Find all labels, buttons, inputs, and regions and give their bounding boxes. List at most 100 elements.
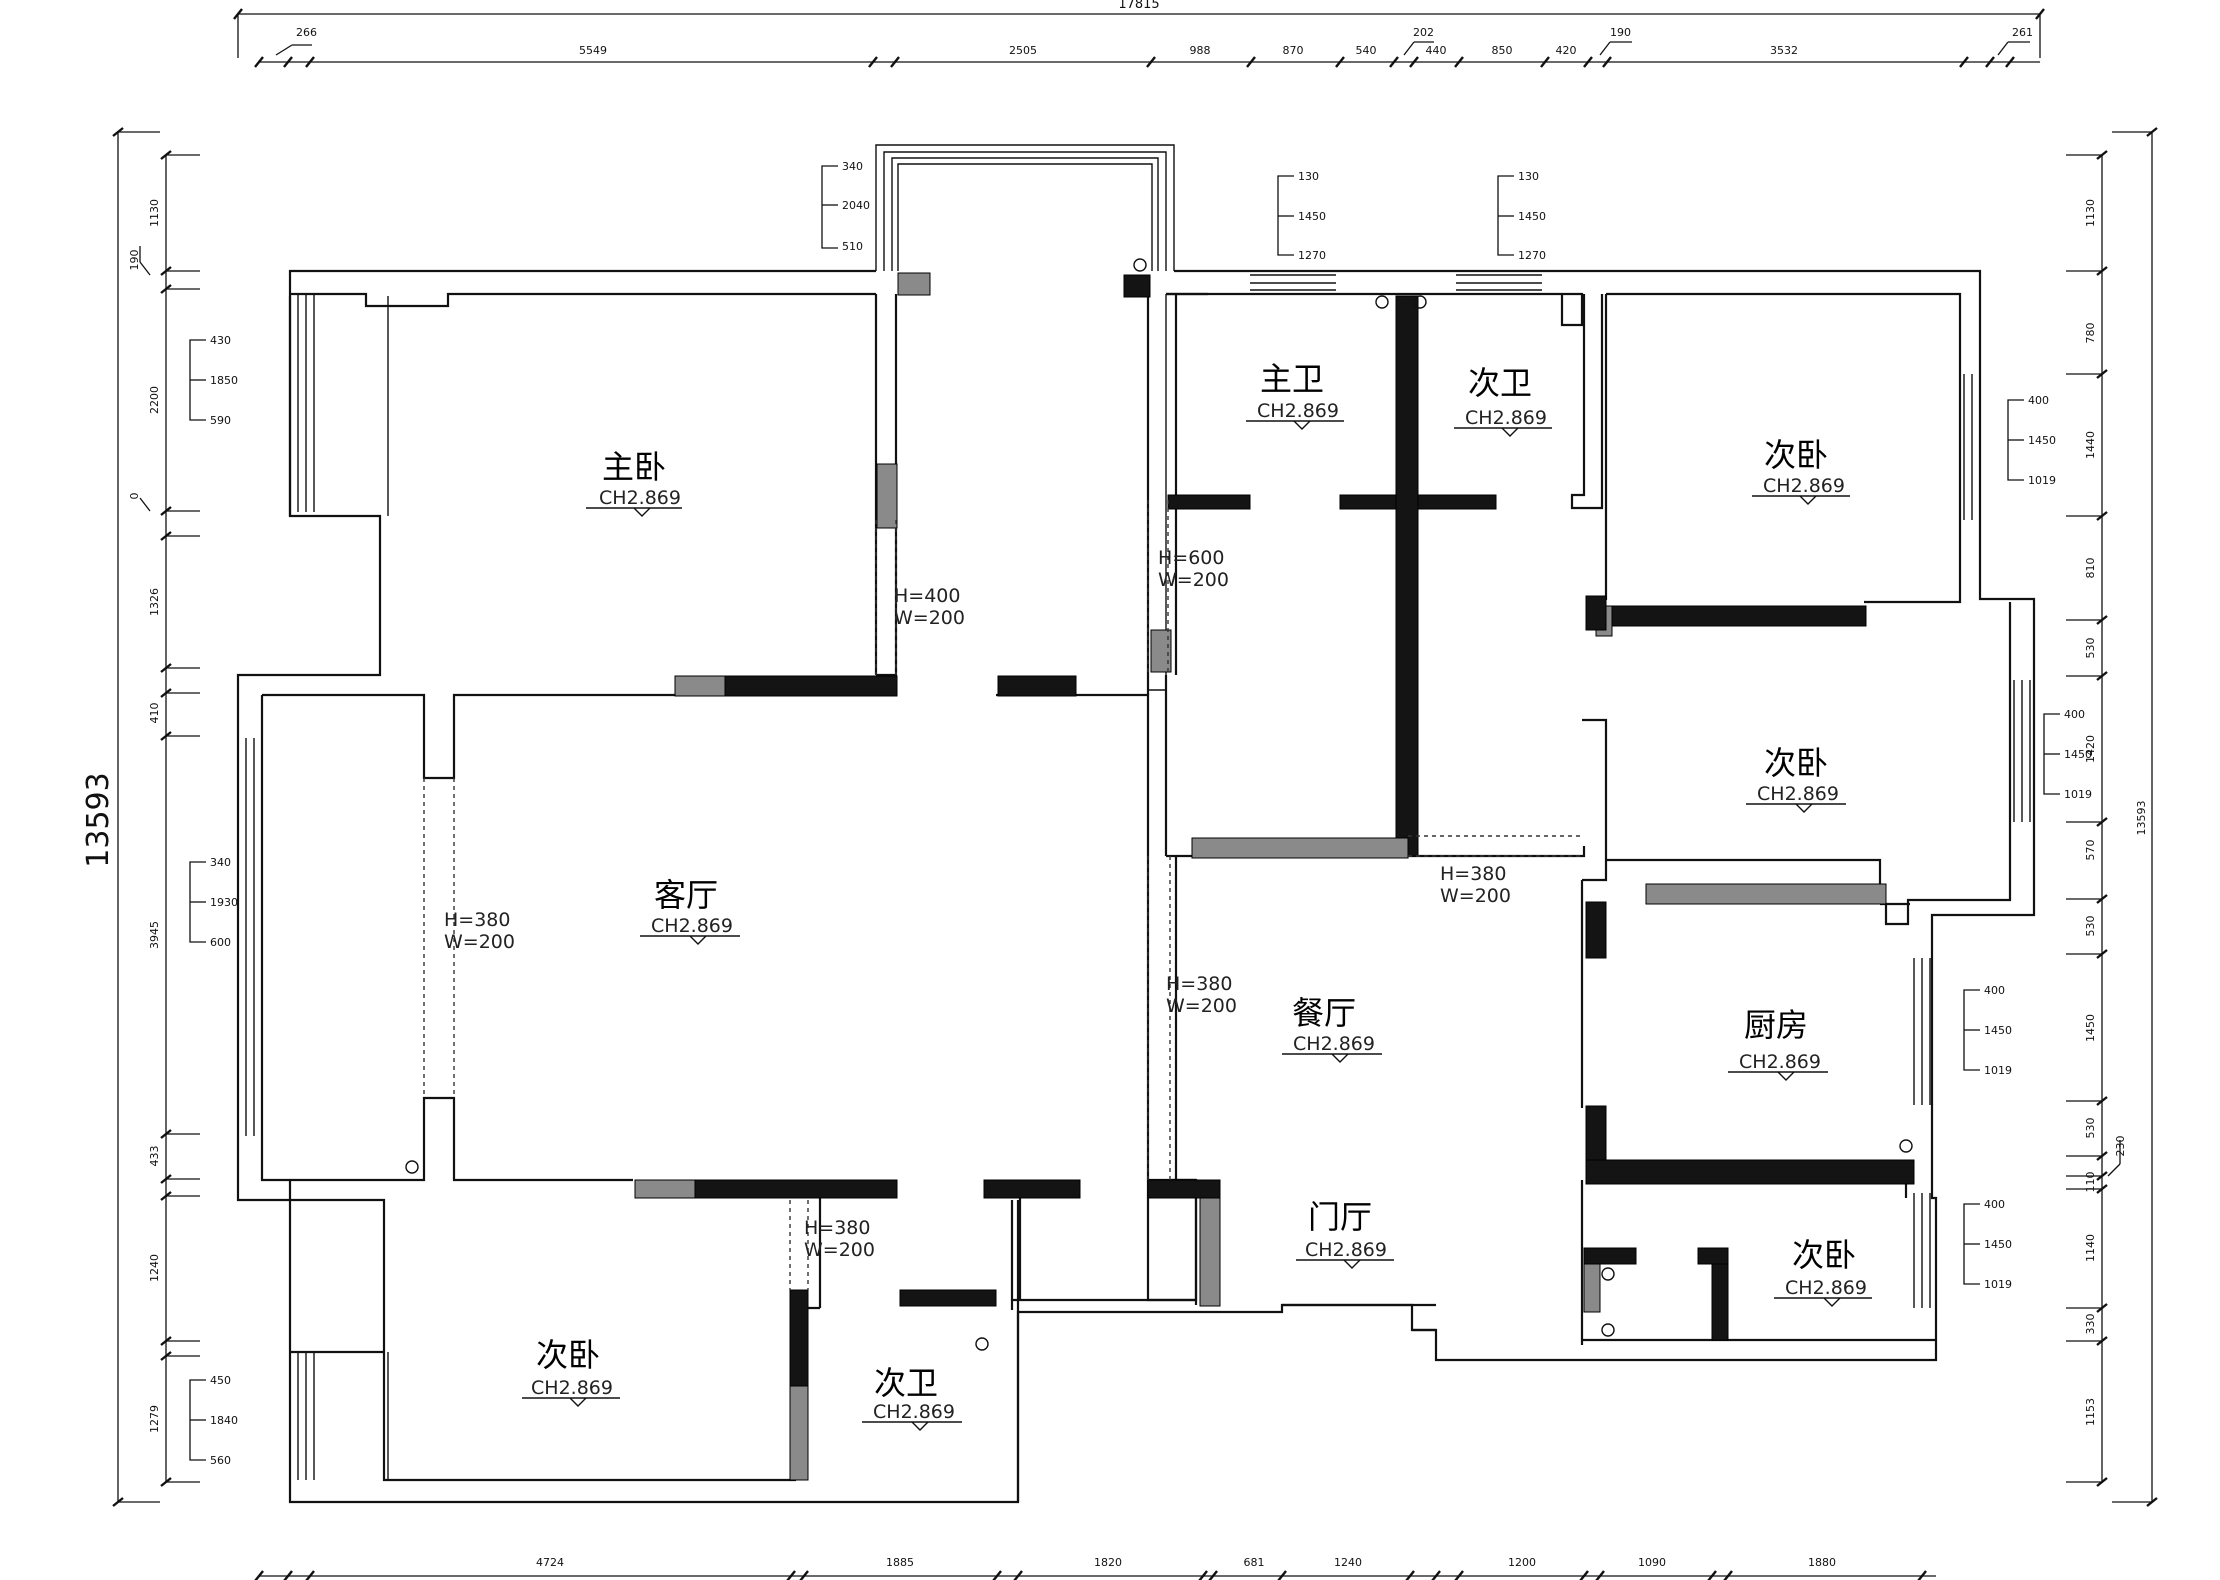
ceiling-height: CH2.869	[1257, 400, 1339, 422]
room-name: 次卫	[1468, 364, 1532, 402]
svg-text:560: 560	[210, 1454, 231, 1467]
overall-height-label: 13593	[81, 772, 116, 867]
opening-6-width: W=200	[804, 1239, 875, 1261]
room-label-dining-room: 餐厅 CH2.869	[1282, 994, 1382, 1063]
window-right-bedroom-3	[1913, 1193, 1931, 1308]
right-dim-15: 1153	[2084, 1398, 2097, 1426]
window-right-bedroom-2	[2013, 680, 2031, 822]
window-bracket-right-2: 400 1450 1019	[2043, 708, 2092, 801]
opening-3-width: W=200	[444, 931, 515, 953]
window-left-living	[237, 738, 263, 1136]
svg-text:1450: 1450	[1298, 210, 1326, 223]
window-bracket-right-1: 400 1450 1019	[2007, 394, 2056, 487]
svg-text:450: 450	[210, 1374, 231, 1387]
right-dim-7: 570	[2084, 840, 2097, 861]
svg-text:430: 430	[210, 334, 231, 347]
top-dimension-chain: 17815 266 5549 2505 988 8	[233, 0, 2045, 68]
room-label-guest-bath-bottom: 次卫 CH2.869	[862, 1364, 962, 1431]
top-dim-3: 2505	[1009, 44, 1037, 57]
ceiling-height: CH2.869	[1465, 407, 1547, 429]
window-bracket-top-mid2: 130 1450 1270	[1497, 170, 1546, 262]
room-name: 厨房	[1744, 1006, 1808, 1044]
right-dim-10: 530	[2084, 1118, 2097, 1139]
window-top-guest-bath	[1456, 274, 1542, 291]
room-label-bedroom-top-right: 次卧 CH2.869	[1752, 436, 1850, 505]
bottom-dim-9: 1240	[1334, 1556, 1362, 1569]
right-dim-4: 810	[2084, 558, 2097, 579]
svg-text:1450: 1450	[2064, 748, 2092, 761]
overall-height-label-right: 13593	[2135, 801, 2148, 836]
svg-text:1450: 1450	[2028, 434, 2056, 447]
room-name: 次卧	[1764, 744, 1828, 782]
svg-text:400: 400	[2028, 394, 2049, 407]
window-bracket-right-4: 400 1450 1019	[1963, 1198, 2012, 1291]
right-dim-12: 110	[2084, 1172, 2097, 1193]
room-name: 餐厅	[1292, 994, 1356, 1032]
opening-6-height: H=380	[804, 1217, 870, 1239]
right-dim-2: 780	[2084, 323, 2097, 344]
top-dim-2: 5549	[579, 44, 607, 57]
room-label-bedroom-bottom-right: 次卧 CH2.869	[1774, 1236, 1872, 1307]
svg-text:1019: 1019	[2028, 474, 2056, 487]
top-dim-8: 440	[1426, 44, 1447, 57]
window-bracket-left-2: 340 1930 600	[189, 856, 238, 949]
svg-text:1450: 1450	[1984, 1024, 2012, 1037]
left-dim-5: 1326	[148, 588, 161, 616]
window-bracket-left-3: 450 1840 560	[189, 1374, 238, 1467]
window-bracket-left-1: 430 1850 590	[189, 334, 238, 427]
top-dim-6: 540	[1356, 44, 1377, 57]
ceiling-height: CH2.869	[1757, 783, 1839, 805]
top-dim-7: 202	[1413, 26, 1434, 39]
window-bracket-top-left: 340 2040 510	[821, 160, 870, 253]
room-name: 次卧	[536, 1336, 600, 1374]
bottom-dim-15: 1880	[1808, 1556, 1836, 1569]
svg-text:590: 590	[210, 414, 231, 427]
window-top-master-bath	[1250, 274, 1336, 291]
svg-text:130: 130	[1518, 170, 1539, 183]
top-dim-11: 190	[1610, 26, 1631, 39]
opening-1-width: W=200	[894, 607, 965, 629]
svg-text:1019: 1019	[1984, 1278, 2012, 1291]
opening-2-height: H=600	[1158, 547, 1224, 569]
interior-walls	[794, 294, 1936, 1480]
right-dim-5: 530	[2084, 638, 2097, 659]
svg-text:510: 510	[842, 240, 863, 253]
ceiling-height: CH2.869	[531, 1377, 613, 1399]
overall-width-label: 17815	[1118, 0, 1159, 12]
top-dim-10: 420	[1556, 44, 1577, 57]
bottom-dim-11: 1200	[1508, 1556, 1536, 1569]
svg-text:400: 400	[1984, 1198, 2005, 1211]
ceiling-height: CH2.869	[1305, 1239, 1387, 1261]
ceiling-height: CH2.869	[1763, 475, 1845, 497]
room-label-master-bedroom: 主卧 CH2.869	[586, 448, 682, 517]
window-bracket-right-3: 400 1450 1019	[1963, 984, 2012, 1077]
ceiling-height: CH2.869	[1785, 1277, 1867, 1299]
room-name: 次卧	[1764, 436, 1828, 474]
top-dim-1: 266	[296, 26, 317, 39]
left-dim-8: 433	[148, 1146, 161, 1167]
room-label-foyer: 门厅 CH2.869	[1296, 1198, 1394, 1269]
right-dim-8: 530	[2084, 916, 2097, 937]
windows	[237, 274, 2031, 1480]
svg-text:1850: 1850	[210, 374, 238, 387]
right-dimension-chain: 13593	[2066, 127, 2158, 1507]
right-dim-9: 1450	[2084, 1014, 2097, 1042]
exterior-walls	[236, 144, 2036, 1504]
left-dim-1: 1130	[148, 199, 161, 227]
top-dim-9: 850	[1492, 44, 1513, 57]
svg-text:130: 130	[1298, 170, 1319, 183]
right-dim-6: 1420	[2084, 735, 2097, 763]
right-dim-1: 1130	[2084, 199, 2097, 227]
top-dim-13: 261	[2012, 26, 2033, 39]
room-label-guest-bath-top: 次卫 CH2.869	[1454, 364, 1552, 437]
svg-text:1019: 1019	[1984, 1064, 2012, 1077]
left-dimension-chain: 13593 1130	[81, 127, 200, 1507]
right-dim-3: 1440	[2084, 431, 2097, 459]
bottom-dimension-chain: 270 4724 150 1885 233 1820 100 681 1240 …	[254, 1556, 1936, 1580]
opening-4-height: H=380	[1440, 863, 1506, 885]
window-right-kitchen	[1913, 958, 1931, 1105]
svg-text:600: 600	[210, 936, 231, 949]
opening-1-height: H=400	[894, 585, 960, 607]
drain-markers	[405, 258, 1913, 1351]
bottom-dim-6: 1820	[1094, 1556, 1122, 1569]
